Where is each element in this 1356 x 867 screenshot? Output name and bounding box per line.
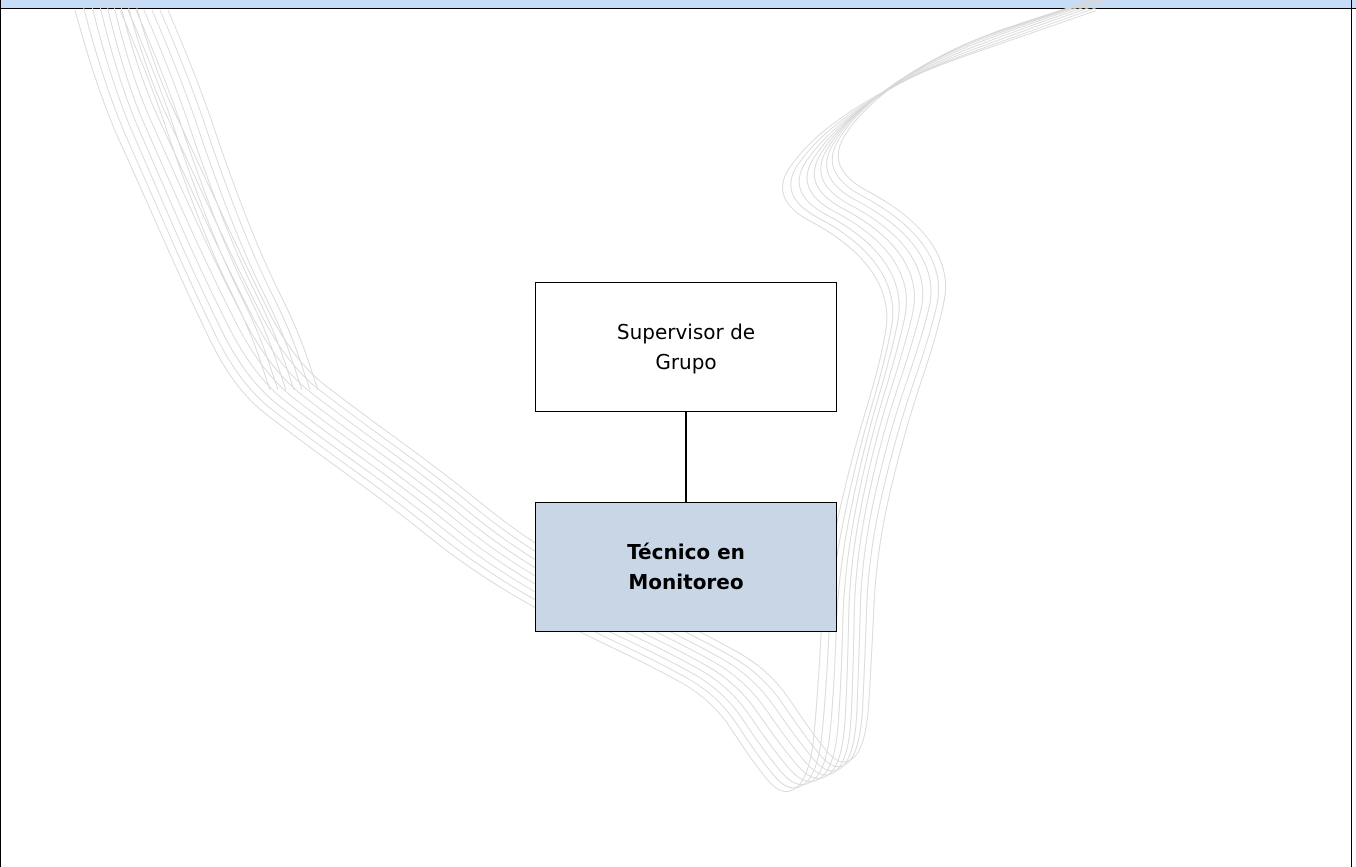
- org-node-supervisor-de-grupo: Supervisor de Grupo: [535, 282, 837, 412]
- org-node-tecnico-en-monitoreo: Técnico en Monitoreo: [535, 502, 837, 632]
- watermark-contour-line: [97, 0, 1107, 782]
- watermark-contour-line: [151, 9, 303, 391]
- watermark-contour-line: [159, 9, 311, 391]
- watermark-contour-line: [90, 0, 1108, 786]
- org-node-label: Técnico en Monitoreo: [627, 540, 745, 594]
- watermark-contour-line: [119, 9, 271, 391]
- header-band: [0, 0, 1356, 9]
- watermark-contour-line: [74, 9, 1097, 792]
- watermark-contour-line: [112, 0, 1099, 776]
- watermark-contour-line: [126, 0, 1096, 768]
- watermark-contour-line: [167, 9, 319, 391]
- page-border-left: [0, 0, 1, 867]
- org-node-label: Supervisor de Grupo: [616, 320, 756, 374]
- watermark-contour-line: [118, 0, 1098, 772]
- watermark-contour-line: [134, 0, 1095, 763]
- page-border-right: [1351, 0, 1352, 867]
- org-connector-line: [685, 412, 687, 502]
- watermark-contour-line: [82, 5, 1102, 789]
- watermark-contour-line: [105, 0, 1102, 779]
- watermark-contour-line: [127, 9, 279, 391]
- watermark-contour-line: [143, 9, 295, 391]
- watermark-contour-line: [135, 9, 287, 391]
